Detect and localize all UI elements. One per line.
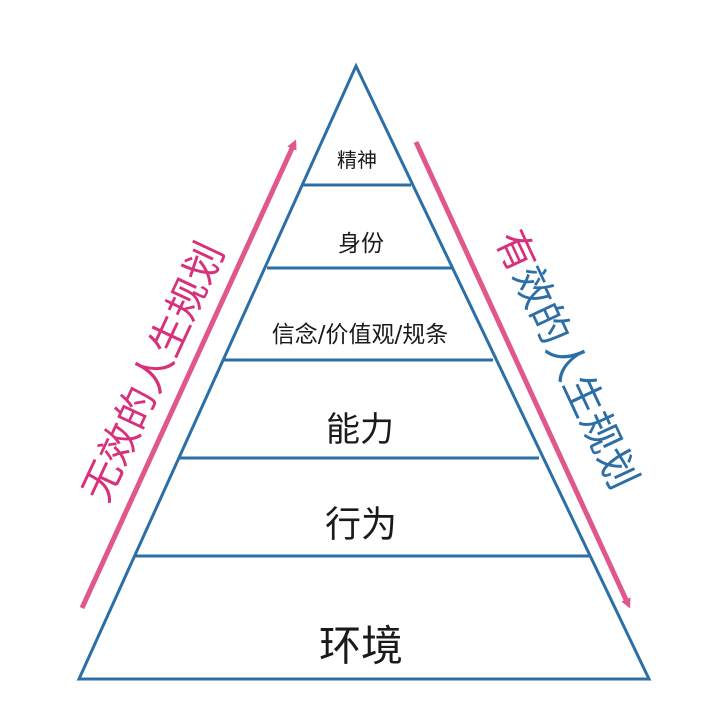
left-arrow-label: 无效的人生规划: [74, 235, 234, 508]
right-arrow-label: 有效的人生规划: [486, 223, 646, 496]
pyramid-dividers: [134, 183, 590, 558]
right-arrow: [413, 140, 631, 609]
layer-spirit-label: 精神: [337, 148, 377, 172]
layer-capability-label: 能力: [326, 410, 394, 450]
layer-behavior-label: 行为: [325, 505, 397, 546]
layer-environment-label: 环境: [319, 622, 403, 671]
left-arrow: [79, 139, 297, 610]
pyramid-outline: [76, 62, 652, 681]
layer-beliefs-label: 信念/价值观/规条: [272, 322, 449, 348]
layer-identity-label: 身份: [338, 231, 384, 257]
